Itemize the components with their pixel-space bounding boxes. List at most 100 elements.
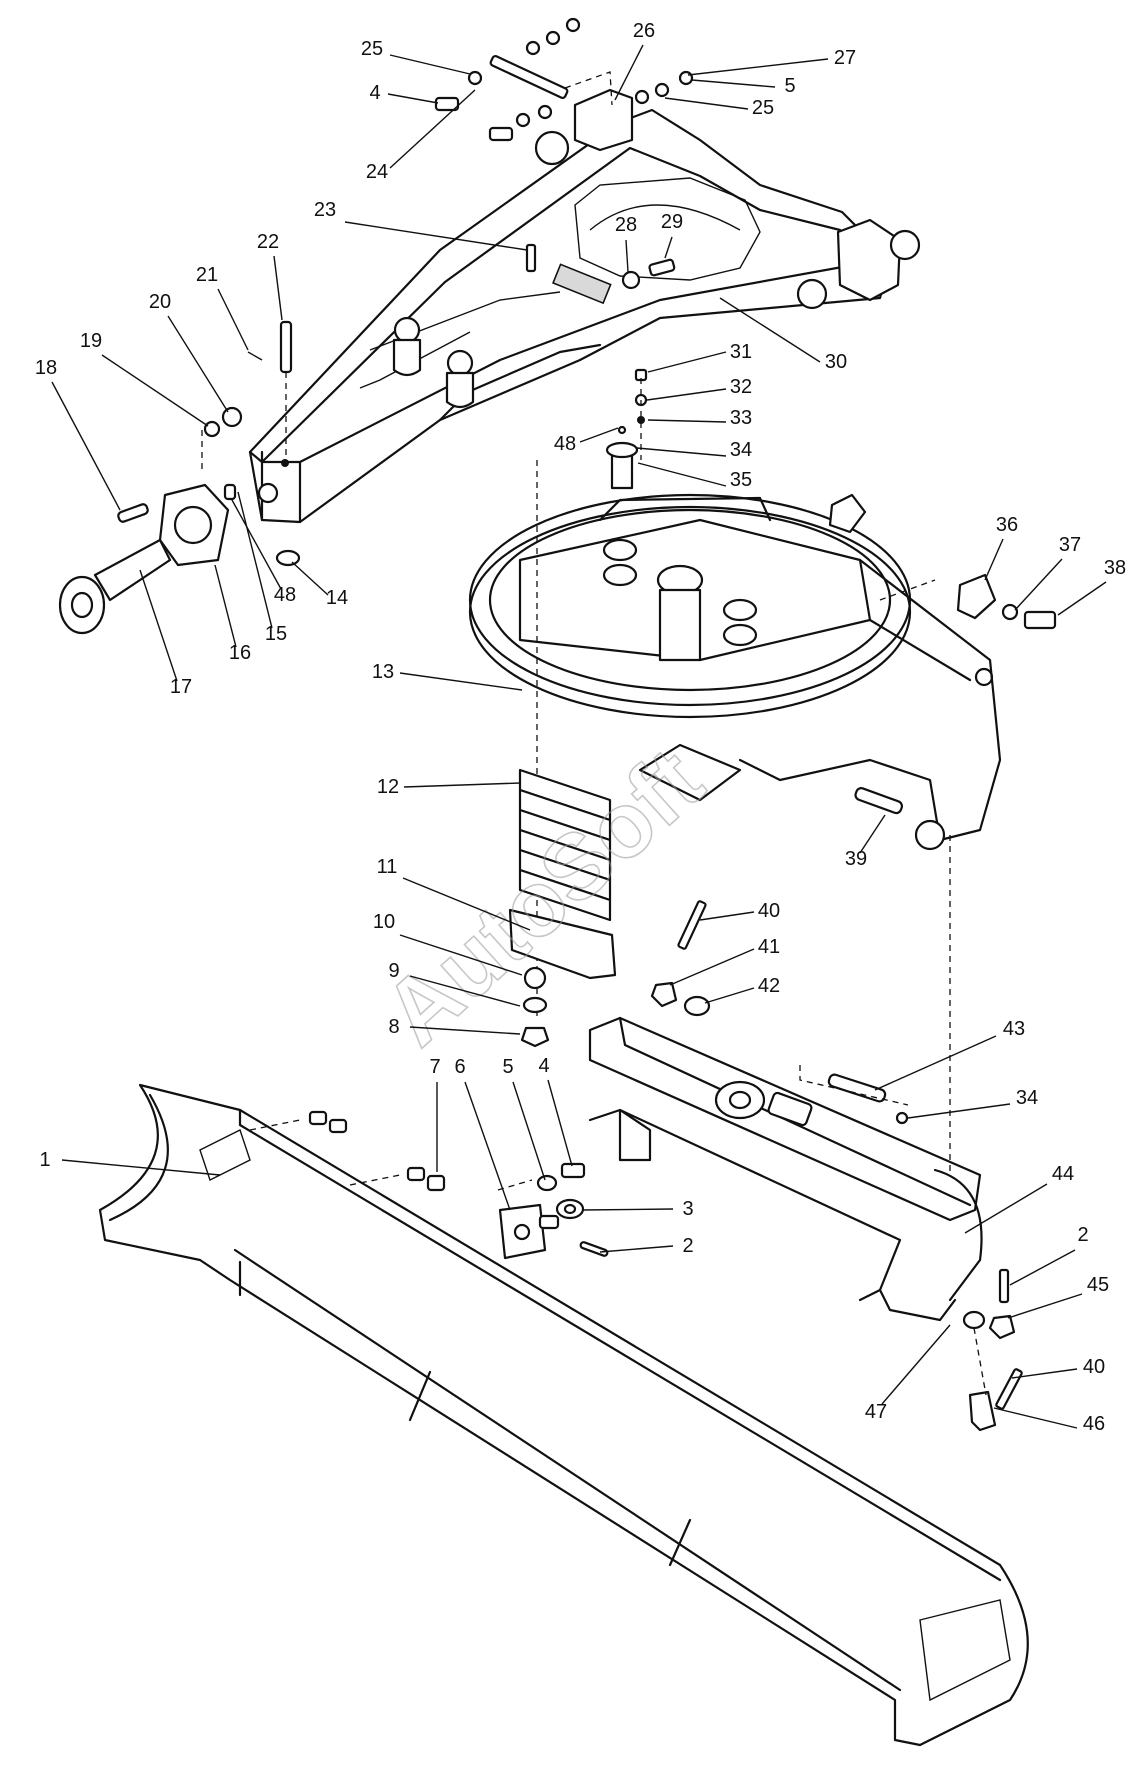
callout-7: 7 — [429, 1056, 440, 1078]
leader-line-14 — [291, 561, 329, 596]
a-frame-drawbar — [248, 88, 921, 524]
callout-46: 46 — [1083, 1413, 1105, 1435]
leader-line-28 — [625, 239, 629, 273]
leader-line-41 — [669, 948, 755, 986]
leader-line-16 — [214, 564, 237, 648]
callout-48b: 48 — [274, 584, 296, 606]
leader-line-24 — [389, 89, 476, 169]
callout-24: 24 — [366, 161, 388, 183]
leader-line-9 — [409, 975, 521, 1007]
leader-line-17 — [139, 569, 178, 682]
callout-22: 22 — [257, 231, 279, 253]
grader-blade — [98, 1083, 1029, 1747]
callout-35: 35 — [730, 469, 752, 491]
leader-line-31 — [647, 351, 727, 373]
callout-25b: 25 — [752, 97, 774, 119]
leader-line-2a — [599, 1245, 674, 1253]
callout-17: 17 — [170, 676, 192, 698]
leader-line-21 — [217, 288, 249, 351]
callout-40a: 40 — [758, 900, 780, 922]
leader-line-15 — [237, 491, 273, 629]
leader-line-37 — [1014, 558, 1063, 611]
callout-15: 15 — [265, 623, 287, 645]
callout-14: 14 — [326, 587, 348, 609]
leader-line-42 — [704, 987, 755, 1004]
leader-line-47 — [881, 1324, 951, 1405]
leader-line-2b — [1009, 1249, 1076, 1286]
callout-13: 13 — [372, 661, 394, 683]
callout-3: 3 — [682, 1198, 693, 1220]
leader-line-6 — [464, 1081, 511, 1211]
leader-line-34a — [636, 447, 727, 457]
callout-40b: 40 — [1083, 1356, 1105, 1378]
leader-line-5a — [691, 79, 776, 88]
callout-43: 43 — [1003, 1018, 1025, 1040]
callout-28: 28 — [615, 214, 637, 236]
leader-line-36 — [984, 538, 1004, 581]
callout-11: 11 — [377, 856, 398, 878]
callout-4b: 4 — [538, 1055, 549, 1077]
callout-21: 21 — [196, 264, 218, 286]
callout-18: 18 — [35, 357, 57, 379]
callout-4a: 4 — [369, 82, 380, 104]
leader-line-26 — [614, 44, 644, 101]
top-fasteners — [434, 17, 694, 290]
leader-line-4b — [547, 1079, 573, 1167]
callout-5b: 5 — [502, 1056, 513, 1078]
leader-line-32 — [646, 388, 727, 401]
leader-line-5b — [512, 1081, 546, 1181]
callout-47: 47 — [865, 1401, 887, 1423]
callout-45: 45 — [1087, 1274, 1109, 1296]
callout-9: 9 — [388, 960, 399, 982]
callout-48a: 48 — [554, 433, 576, 455]
callout-37: 37 — [1059, 534, 1081, 556]
leader-line-44 — [964, 1183, 1048, 1234]
callout-19: 19 — [80, 330, 102, 352]
leader-line-19 — [101, 354, 209, 427]
hitch-assembly — [58, 320, 301, 635]
callout-16: 16 — [229, 642, 251, 664]
leader-line-13 — [399, 672, 523, 691]
callout-41: 41 — [758, 936, 780, 958]
callout-8: 8 — [388, 1016, 399, 1038]
callout-31: 31 — [730, 341, 752, 363]
callout-12: 12 — [377, 776, 399, 798]
blade-crossbar — [588, 835, 1023, 1432]
callout-34b: 34 — [1016, 1087, 1038, 1109]
leader-line-39 — [859, 814, 886, 854]
leader-line-25a — [389, 54, 471, 75]
callout-20: 20 — [149, 291, 171, 313]
leader-line-48a — [579, 427, 619, 443]
callout-5a: 5 — [784, 75, 795, 97]
circle-turntable — [468, 368, 1057, 1020]
leader-line-45 — [1007, 1293, 1083, 1319]
callout-27: 27 — [834, 47, 856, 69]
callout-39: 39 — [845, 848, 867, 870]
leader-line-10 — [399, 934, 523, 976]
leader-line-22 — [273, 255, 283, 321]
leader-line-18 — [51, 381, 121, 511]
callout-30: 30 — [825, 351, 847, 373]
leader-line-8 — [409, 1026, 521, 1035]
callout-33: 33 — [730, 407, 752, 429]
blade-fasteners — [249, 1110, 609, 1260]
leader-line-33 — [647, 419, 727, 423]
callout-26: 26 — [633, 20, 655, 42]
leader-line-25b — [664, 97, 749, 110]
callout-2a: 2 — [682, 1235, 693, 1257]
leader-line-48b — [231, 499, 282, 590]
wear-plate-stack — [508, 768, 617, 1048]
leader-line-11 — [402, 877, 531, 931]
leader-line-12 — [403, 782, 521, 788]
leader-line-38 — [1057, 581, 1107, 616]
leader-line-30 — [719, 297, 821, 363]
leader-line-35 — [637, 462, 727, 487]
callout-2b: 2 — [1077, 1224, 1088, 1246]
callout-32: 32 — [730, 376, 752, 398]
leader-line-43 — [874, 1035, 997, 1091]
callout-44: 44 — [1052, 1163, 1074, 1185]
callout-36: 36 — [996, 514, 1018, 536]
leader-line-23 — [344, 221, 528, 251]
callout-38: 38 — [1104, 557, 1126, 579]
